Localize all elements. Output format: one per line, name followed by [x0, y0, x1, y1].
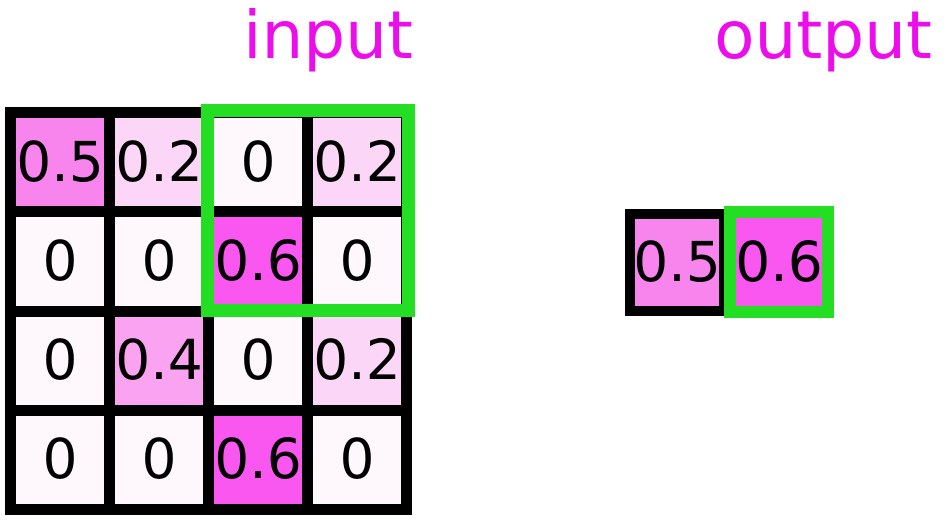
input-cell-r2c3: 0.2 [313, 316, 401, 405]
input-cell-r0c1: 0.2 [115, 118, 203, 207]
input-cell-r2c1: 0.4 [115, 316, 203, 405]
output-title: output [714, 0, 932, 74]
input-cell-r3c1: 0 [115, 415, 203, 504]
input-cell-r0c3: 0.2 [313, 118, 401, 207]
input-cell-r0c2: 0 [214, 118, 302, 207]
input-cell-r2c2: 0 [214, 316, 302, 405]
input-cell-r1c1: 0 [115, 217, 203, 306]
input-cell-r1c2: 0.6 [214, 217, 302, 306]
input-cell-r3c0: 0 [16, 415, 104, 504]
output-cell-0: 0.5 [625, 209, 729, 316]
input-cell-r1c0: 0 [16, 217, 104, 306]
input-title: input [243, 0, 413, 74]
input-cell-r1c3: 0 [313, 217, 401, 306]
output-cell-1-highlighted: 0.6 [724, 206, 834, 318]
input-cell-r3c2: 0.6 [214, 415, 302, 504]
input-cell-r0c0: 0.5 [16, 118, 104, 207]
input-cell-r3c3: 0 [313, 415, 401, 504]
input-cell-r2c0: 0 [16, 316, 104, 405]
input-highlight-box [201, 104, 415, 317]
